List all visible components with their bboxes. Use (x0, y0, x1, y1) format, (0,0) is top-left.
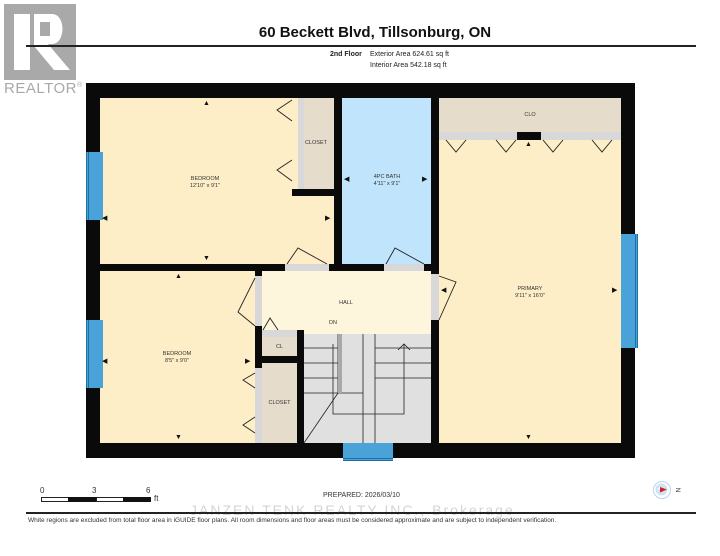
closet-1-wall (292, 189, 334, 196)
arrow-down-icon: ▼ (525, 434, 532, 441)
room-clo (439, 98, 621, 132)
scale-tick-0: 0 (40, 486, 45, 495)
realtor-brand-text: REALTOR (4, 80, 77, 97)
window-stairs (343, 443, 393, 461)
room-name: PRIMARY (517, 286, 543, 292)
arrow-left-icon: ◀ (441, 287, 447, 294)
room-name: BEDROOM (162, 351, 192, 357)
staircase (304, 334, 431, 443)
label-closet-2: CLOSET (262, 400, 297, 407)
room-dims: 12'10" x 9'1" (189, 183, 221, 189)
footer-divider (26, 512, 696, 514)
room-4pc-bath (342, 98, 431, 264)
scale-segment (123, 497, 151, 502)
room-closet-1 (298, 98, 334, 189)
realtor-logo (4, 4, 76, 80)
scale-segment (41, 497, 70, 502)
arrow-right-icon: ▶ (245, 358, 251, 365)
page-title: 60 Beckett Blvd, Tillsonburg, ON (258, 24, 492, 41)
north-compass-icon (653, 481, 671, 499)
scale-bar: 0 3 6 ft (40, 486, 170, 506)
room-name: 4PC BATH (373, 174, 401, 180)
room-primary (439, 140, 621, 443)
window-bedroom-1 (86, 152, 103, 220)
exterior-area: Exterior Area 624.61 sq ft (370, 51, 449, 58)
arrow-left-icon: ◀ (344, 176, 350, 183)
title-divider (26, 45, 696, 47)
compass-arrow-icon (655, 483, 668, 496)
scale-unit: ft (154, 494, 159, 503)
scale-segment (96, 497, 125, 502)
cl-wall (255, 356, 303, 363)
arrow-down-icon: ▼ (175, 434, 182, 441)
label-bedroom-2: BEDROOM 8'5" x 9'0" (142, 351, 212, 365)
stair-wall (297, 330, 304, 443)
room-name: BEDROOM (190, 176, 220, 182)
label-clo: CLO (510, 112, 550, 119)
window-bedroom-2 (86, 320, 103, 388)
scale-tick-6: 6 (146, 486, 151, 495)
arrow-down-icon: ▼ (203, 255, 210, 262)
scale-segment (68, 497, 96, 502)
label-bedroom-1: BEDROOM 12'10" x 9'1" (170, 176, 240, 190)
label-primary: PRIMARY 9'11" x 16'0" (495, 286, 565, 300)
closet-2-doorway (255, 368, 262, 443)
window-primary (621, 234, 638, 348)
label-hall: HALL (326, 300, 366, 307)
room-name: CLO (524, 112, 536, 118)
room-dims: 8'5" x 9'0" (164, 358, 190, 364)
bedroom-2-doorway (255, 276, 262, 326)
compass-label: N (674, 487, 681, 493)
brokerage-watermark: JANZEN TENK REALTY INC., Brokerage (190, 502, 515, 518)
arrow-left-icon: ◀ (102, 215, 108, 222)
scale-tick-3: 3 (92, 486, 97, 495)
realtor-r-logo-icon (4, 4, 76, 80)
prepared-date: PREPARED: 2026/03/10 (323, 492, 400, 499)
staircase-lines (304, 334, 431, 443)
room-cl (262, 337, 297, 358)
room-hall (262, 271, 431, 334)
registered-mark: ® (76, 82, 83, 89)
room-name: CLOSET (304, 140, 327, 146)
realtor-wordmark: REALTOR® (4, 80, 83, 97)
room-dims: 4'11" x 9'1" (373, 181, 401, 187)
bedroom-1-doorway (285, 264, 329, 271)
arrow-right-icon: ▶ (422, 176, 428, 183)
room-dims: 9'11" x 16'0" (515, 293, 545, 299)
label-dn: DN (318, 320, 348, 327)
arrow-left-icon: ◀ (102, 358, 108, 365)
clo-center-wall (517, 132, 541, 140)
primary-doorway (431, 274, 439, 320)
disclaimer: White regions are excluded from total fl… (28, 517, 557, 524)
room-bedroom-1 (100, 98, 334, 264)
arrow-right-icon: ▶ (612, 287, 618, 294)
room-name: HALL (339, 300, 353, 306)
arrow-right-icon: ▶ (325, 215, 331, 222)
label-4pc-bath: 4PC BATH 4'11" x 9'1" (352, 174, 422, 188)
room-bedroom-2 (100, 271, 255, 443)
label-closet-1: CLOSET (298, 140, 334, 147)
room-name: DN (329, 320, 337, 326)
label-cl: CL (262, 344, 297, 351)
cl-door-strip (262, 330, 297, 337)
floor-label: 2nd Floor (330, 51, 362, 58)
arrow-up-icon: ▲ (175, 273, 182, 280)
arrow-up-icon: ▲ (525, 141, 532, 148)
room-name: CL (275, 344, 284, 350)
arrow-up-icon: ▲ (203, 100, 210, 107)
room-closet-2 (262, 363, 297, 443)
bath-doorway (384, 264, 424, 271)
interior-area: Interior Area 542.18 sq ft (370, 62, 447, 69)
room-name: CLOSET (268, 400, 291, 406)
